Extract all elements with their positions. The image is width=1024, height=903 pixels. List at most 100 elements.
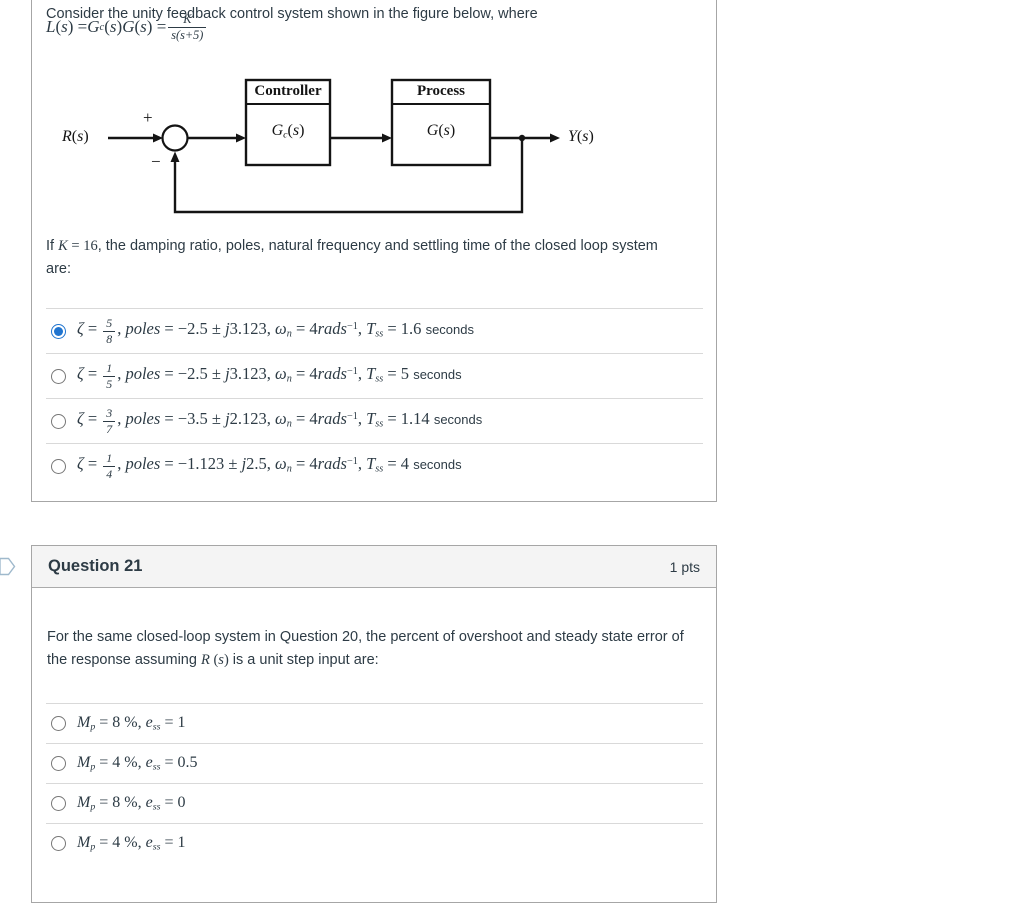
text-run: seconds xyxy=(413,366,462,382)
text-run: = xyxy=(83,408,102,428)
text-run: n xyxy=(286,328,292,340)
question-bookmark-icon[interactable] xyxy=(0,557,16,576)
text-run: = 0.5 xyxy=(160,754,198,772)
text-run: M xyxy=(77,794,91,812)
text-run: L xyxy=(46,17,56,36)
radio-button[interactable] xyxy=(51,323,66,339)
text-run: M xyxy=(77,834,91,852)
text-run: ) = xyxy=(67,17,88,36)
text-run: = 5 xyxy=(383,363,414,383)
controller-box-title: Controller xyxy=(254,83,322,99)
answer-option[interactable]: Mp = 4 %, ess = 0.5 xyxy=(46,743,703,783)
text-run: 3.123, xyxy=(229,363,276,383)
radio-button[interactable] xyxy=(51,413,66,429)
text-run: ) xyxy=(449,122,456,139)
text-run: ) xyxy=(588,128,594,145)
radio-button[interactable] xyxy=(51,458,66,474)
text-run: M xyxy=(77,754,91,772)
text-run: = 4 %, xyxy=(95,834,146,852)
text-run: ss xyxy=(152,801,161,813)
text-run: rads xyxy=(317,363,347,383)
radio-button[interactable] xyxy=(51,368,66,384)
diagram-input-label: R(s) xyxy=(62,128,89,146)
text-run: , xyxy=(117,363,126,383)
radio-button[interactable] xyxy=(51,756,66,771)
text-run: seconds xyxy=(433,411,483,427)
text-run: ss xyxy=(375,373,384,385)
text-run: are: xyxy=(46,261,71,277)
radio-button[interactable] xyxy=(51,796,66,811)
text-run: j xyxy=(225,318,230,338)
text-run: ) = xyxy=(146,17,167,36)
text-run: For the same closed-loop system in Quest… xyxy=(47,629,684,645)
fraction-numerator: 1 xyxy=(103,452,116,467)
block-diagram: R(s) + − Controller Gc(s) Process G ( s) Y… xyxy=(60,70,620,225)
text-run: = 0 xyxy=(160,794,186,812)
answer-option[interactable]: Mp = 8 %, ess = 0 xyxy=(46,783,703,823)
text-run: −1 xyxy=(346,365,358,377)
radio-button[interactable] xyxy=(51,716,66,731)
text-run: T xyxy=(366,318,376,338)
fraction-numerator: K xyxy=(168,12,207,28)
summing-junction-minus-sign: − xyxy=(151,152,161,171)
text-run: ss xyxy=(152,761,161,773)
fraction-denominator: 7 xyxy=(106,421,113,436)
text-run: ( xyxy=(104,17,110,36)
fraction-numerator: 3 xyxy=(103,407,116,422)
diagram-output-label: Y(s) xyxy=(568,128,594,146)
text-run: poles xyxy=(125,318,161,338)
text-run: T xyxy=(366,363,376,383)
text-run: T xyxy=(366,453,376,473)
question-title: Question 21 xyxy=(48,557,143,575)
text-run: p xyxy=(90,761,96,773)
text-run: ( xyxy=(71,128,78,145)
text-run: s xyxy=(140,17,147,36)
text-run: ω xyxy=(275,363,287,383)
answer-text: Mp = 8 %, ess = 1 xyxy=(77,714,186,732)
text-run: = 4 xyxy=(291,318,318,338)
text-run: ω xyxy=(275,453,287,473)
text-run: ) xyxy=(116,17,123,36)
text-run: ζ xyxy=(77,363,84,383)
text-run: G xyxy=(271,122,284,139)
text-run: = −1.123 ± xyxy=(160,453,242,473)
text-run: ) xyxy=(223,652,229,668)
text-run: rads xyxy=(317,408,347,428)
text-run: ss xyxy=(152,841,161,853)
text-run: = 8 %, xyxy=(95,794,146,812)
text-run: c xyxy=(283,129,288,141)
text-run: seconds xyxy=(425,321,474,337)
question-points: 1 pts xyxy=(669,558,700,575)
text-run: ω xyxy=(275,408,287,428)
text-run: rads xyxy=(317,318,347,338)
fraction-denominator: s(s+5) xyxy=(171,27,204,42)
text-run: n xyxy=(286,418,292,430)
text-run: ζ xyxy=(77,408,84,428)
answer-option[interactable]: Mp = 8 %, ess = 1 xyxy=(46,703,703,743)
radio-button[interactable] xyxy=(51,836,66,851)
text-run: p xyxy=(90,801,96,813)
text-run: is a unit step input are: xyxy=(228,652,379,668)
process-box-title: Process xyxy=(416,83,466,99)
answer-option[interactable]: Mp = 4 %, ess = 1 xyxy=(46,823,703,863)
text-run: = xyxy=(83,453,102,473)
text-run: = 1.14 xyxy=(383,408,434,428)
summing-junction-plus-sign: + xyxy=(143,108,153,127)
text-run: p xyxy=(90,841,96,853)
text-run: ω xyxy=(275,318,287,338)
fraction-numerator: 5 xyxy=(103,317,116,332)
controller-transfer-function: Gc(s) xyxy=(246,122,330,140)
fraction-numerator: 1 xyxy=(103,362,116,377)
text-run: s xyxy=(443,122,450,139)
text-run: rads xyxy=(317,453,347,473)
